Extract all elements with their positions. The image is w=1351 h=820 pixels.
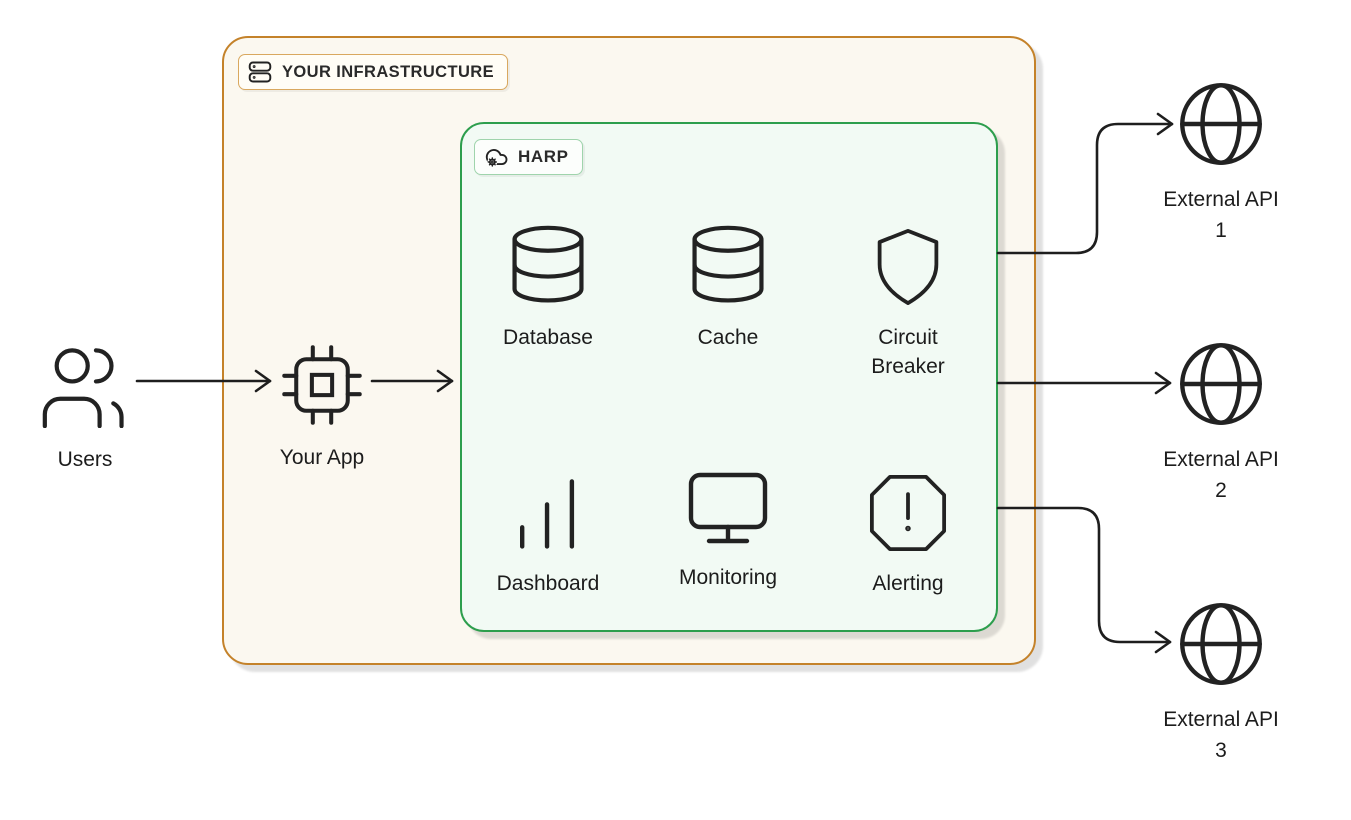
external-api-label: External API 3 [1163, 704, 1279, 766]
harp-label: HARP [518, 147, 569, 166]
service-label: Circuit Breaker [871, 326, 945, 378]
service-cache: Cache [643, 224, 813, 352]
external-api-number: 3 [1215, 739, 1227, 762]
service-label: Alerting [872, 572, 944, 595]
service-label: Dashboard [496, 572, 600, 595]
globe-icon [1180, 83, 1262, 165]
bar-chart-icon [520, 479, 575, 549]
external-api-name: External API [1163, 188, 1279, 211]
external-api-name: External API [1163, 448, 1279, 471]
service-monitoring: Monitoring [643, 470, 813, 592]
database-icon [512, 225, 584, 303]
chip-icon [282, 345, 362, 425]
external-api-number: 1 [1215, 219, 1227, 242]
harp-tag: HARP [474, 139, 583, 175]
infrastructure-label: YOUR INFRASTRUCTURE [282, 62, 495, 81]
service-dashboard: Dashboard [463, 470, 633, 598]
external-api-label: External API 1 [1163, 184, 1279, 246]
cloud-gear-icon [485, 149, 508, 167]
shield-icon [877, 228, 939, 306]
service-label: Cache [697, 326, 759, 349]
service-label: Database [503, 326, 593, 349]
external-api-number: 2 [1215, 479, 1227, 502]
external-api-label: External API 2 [1163, 444, 1279, 506]
external-api-name: External API [1163, 708, 1279, 731]
globe-icon [1180, 343, 1262, 425]
monitor-icon [688, 472, 768, 544]
harp-box [460, 122, 998, 632]
your-app-label: Your App [279, 446, 365, 469]
node-users: Users [25, 344, 145, 475]
node-external-api-2: External API 2 [1136, 340, 1306, 506]
infrastructure-tag: YOUR INFRASTRUCTURE [238, 54, 509, 90]
cache-icon [692, 225, 764, 303]
node-external-api-1: External API 1 [1136, 80, 1306, 246]
server-stack-icon [248, 61, 272, 83]
globe-icon [1180, 603, 1262, 685]
service-alerting: Alerting [823, 470, 993, 598]
users-label: Users [57, 448, 113, 471]
users-icon [42, 348, 124, 428]
octagon-alert-icon [869, 474, 947, 552]
node-external-api-3: External API 3 [1136, 600, 1306, 766]
service-label: Monitoring [678, 566, 778, 589]
node-your-app: Your App [276, 339, 368, 473]
service-database: Database [463, 224, 633, 352]
service-circuit-breaker: Circuit Breaker [823, 224, 993, 381]
